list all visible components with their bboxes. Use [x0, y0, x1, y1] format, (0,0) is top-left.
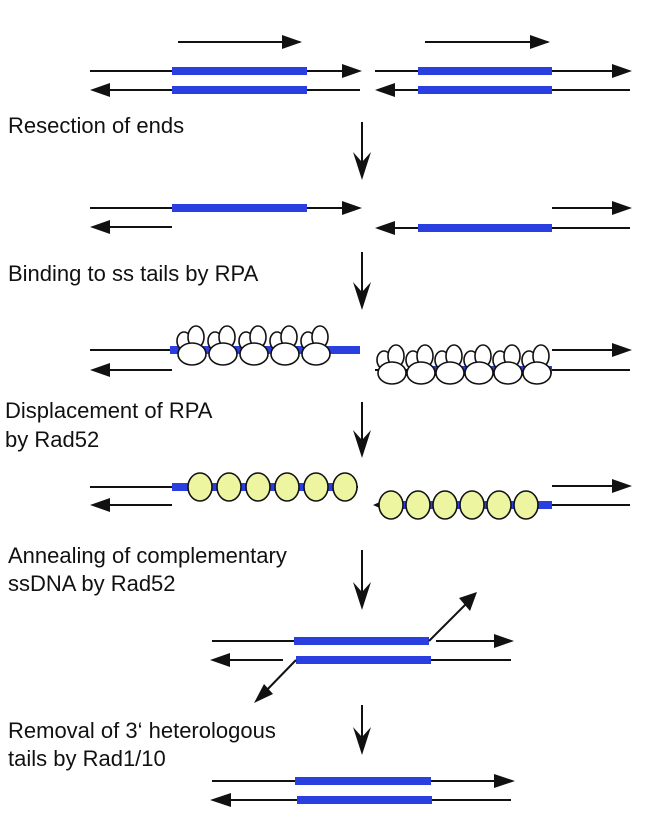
rpa-cluster [376, 344, 552, 385]
arrowhead-icon [612, 479, 632, 493]
rad52-ring [378, 490, 404, 520]
arrowhead-icon [90, 498, 110, 512]
rpa-protein [239, 342, 269, 366]
arrowhead-icon [342, 64, 362, 78]
stage-resected-ends [90, 201, 632, 235]
right-end [375, 201, 632, 235]
homology-repeat [172, 204, 307, 212]
right-end [373, 479, 632, 520]
arrowhead-icon [612, 343, 632, 357]
arrowhead-icon [342, 201, 362, 215]
stage-annealed [210, 592, 514, 703]
step-label-tail-removal: Removal of 3‘ heterologous tails by Rad1… [8, 718, 282, 771]
left-end [90, 472, 358, 512]
arrowhead-icon [90, 83, 110, 97]
rpa-protein [208, 342, 238, 366]
rpa-protein [270, 342, 300, 366]
rpa-protein [377, 361, 407, 385]
homology-repeat [418, 67, 552, 75]
process-arrow [353, 550, 371, 610]
arrowhead-icon [210, 793, 231, 807]
homology-repeat [172, 67, 307, 75]
process-arrow [353, 122, 371, 180]
rpa-protein [493, 361, 523, 385]
stage-dsb-ends [90, 35, 632, 97]
right-end [375, 343, 632, 385]
arrowhead-icon [494, 774, 515, 788]
arrowhead-icon [90, 220, 110, 234]
heterologous-flap [428, 599, 471, 642]
arrowhead-down-icon [353, 152, 371, 180]
left-end [90, 325, 360, 377]
rad52-ring [187, 472, 213, 502]
process-arrow [353, 402, 371, 458]
homology-repeat [297, 796, 432, 804]
step-label-annealing: Annealing of complementary ssDNA by Rad5… [8, 543, 293, 596]
homology-repeat [295, 777, 431, 785]
rad52-ring [245, 472, 271, 502]
process-arrow [353, 705, 371, 755]
arrowhead-icon [612, 64, 632, 78]
homology-repeat [296, 656, 431, 664]
step-label-resection: Resection of ends [8, 113, 184, 138]
rad52-ring [459, 490, 485, 520]
rad52-ring [332, 472, 358, 502]
rad52-ring [486, 490, 512, 520]
arrowhead-down-icon [353, 727, 371, 755]
step-label-rad52-displacement: Displacement of RPA by Rad52 [5, 398, 217, 452]
step-label-rpa-binding: Binding to ss tails by RPA [8, 261, 259, 286]
rpa-protein [177, 342, 207, 366]
homology-repeat [418, 86, 552, 94]
arrowhead-icon [459, 592, 477, 611]
rpa-protein [435, 361, 465, 385]
arrowhead-down-icon [353, 582, 371, 610]
arrowhead-icon [530, 35, 550, 49]
rpa-protein [406, 361, 436, 385]
rad52-ring [405, 490, 431, 520]
homology-repeat [294, 637, 429, 645]
arrowhead-icon [210, 653, 230, 667]
rad52-cluster [378, 490, 539, 520]
process-arrow [353, 252, 371, 310]
stage-rpa-coated [90, 325, 632, 385]
rpa-protein [522, 361, 552, 385]
rpa-protein [301, 342, 331, 366]
arrowhead-icon [254, 684, 273, 703]
arrowhead-icon [375, 83, 395, 97]
arrowhead-icon [612, 201, 632, 215]
left-end [90, 201, 362, 234]
arrowhead-down-icon [353, 430, 371, 458]
stage-rad52-coated [90, 472, 632, 520]
arrowhead-icon [282, 35, 302, 49]
rpa-protein [464, 361, 494, 385]
left-end [90, 64, 362, 97]
rpa-cluster [176, 325, 331, 366]
rad52-ring [303, 472, 329, 502]
rad52-ring [432, 490, 458, 520]
stage-repaired [210, 774, 515, 807]
rad52-cluster [187, 472, 358, 502]
arrowhead-icon [494, 634, 514, 648]
rad52-ring [513, 490, 539, 520]
arrowhead-icon [90, 363, 110, 377]
arrowhead-down-icon [353, 282, 371, 310]
right-end [375, 64, 632, 97]
rad52-ring [274, 472, 300, 502]
rad52-ring [216, 472, 242, 502]
arrowhead-icon [375, 221, 395, 235]
homology-repeat [418, 224, 552, 232]
homology-repeat [172, 86, 307, 94]
